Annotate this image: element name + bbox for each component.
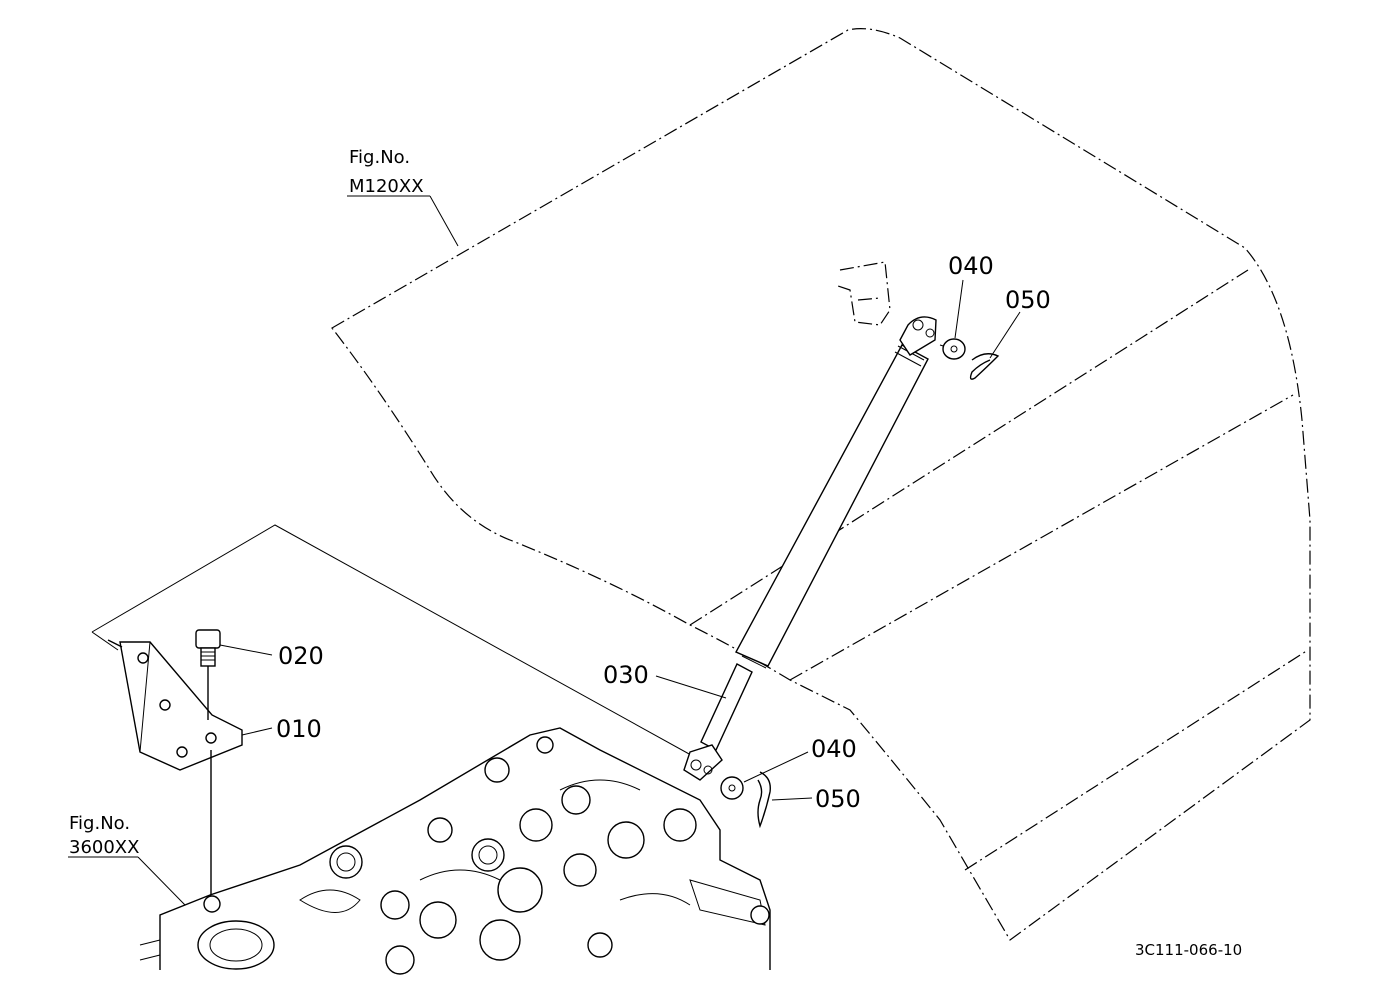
- callout-040-bottom: 040: [811, 735, 857, 763]
- hood-figref-line1: Fig.No.: [349, 147, 410, 168]
- washer-bottom: [720, 776, 744, 800]
- snap-pin-bottom: [757, 771, 771, 829]
- leader-lines: [68, 195, 1021, 906]
- callout-020: 020: [278, 642, 324, 670]
- hood-figref-line2: M120XX: [349, 176, 424, 197]
- callout-010: 010: [276, 715, 322, 743]
- snap-pin-top: [969, 353, 1000, 380]
- engine-outline: [91, 524, 701, 761]
- engine-cylinder-head: [139, 727, 771, 975]
- hood-outline: [331, 28, 1311, 941]
- hood-bracket: [834, 261, 891, 326]
- gas-spring: [683, 316, 951, 781]
- callout-040-top: 040: [948, 252, 994, 280]
- callout-050-bottom: 050: [815, 785, 861, 813]
- washer-top: [942, 338, 966, 360]
- callout-030: 030: [603, 661, 649, 689]
- stay-bracket: [107, 639, 243, 771]
- bolt: [195, 629, 221, 720]
- engine-figref-line1: Fig.No.: [69, 813, 130, 834]
- callout-050-top: 050: [1005, 286, 1051, 314]
- drawing-code: 3C111-066-10: [1135, 941, 1242, 959]
- engine-figref-line2: 3600XX: [69, 837, 139, 858]
